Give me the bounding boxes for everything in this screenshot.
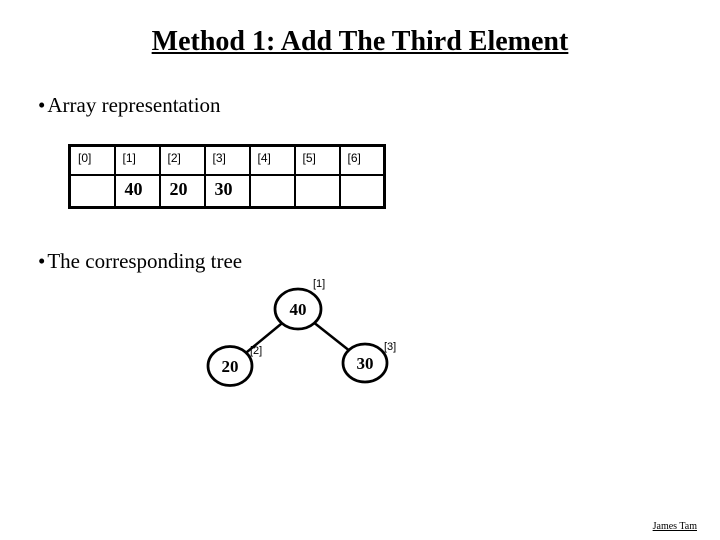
tree-node-right-circle xyxy=(341,342,389,384)
array-value-cell-3: 30 xyxy=(203,173,251,209)
array-index-cell-0: [0] xyxy=(68,144,116,176)
array-value-cell-1: 40 xyxy=(113,173,161,209)
tree-node-root-index-label: [1] xyxy=(313,278,325,290)
tree-node-right-value: 30 xyxy=(357,354,374,373)
array-index-cell-3: [3] xyxy=(203,144,251,176)
array-value-cell-6 xyxy=(338,173,386,209)
bullet-array-representation: •Array representation xyxy=(38,93,221,118)
bullet-array-representation-label: Array representation xyxy=(47,93,221,117)
array-value-cell-5 xyxy=(293,173,341,209)
bullet-corresponding-tree: •The corresponding tree xyxy=(38,249,242,274)
tree-node-right-index-label: [3] xyxy=(384,341,396,353)
array-index-cell-2: [2] xyxy=(158,144,206,176)
bullet-icon: • xyxy=(38,93,46,117)
array-index-cell-5: [5] xyxy=(293,144,341,176)
tree-node-root-value: 40 xyxy=(290,300,307,319)
array-value-cell-2: 20 xyxy=(158,173,206,209)
array-index-cell-6: [6] xyxy=(338,144,386,176)
array-index-cell-4: [4] xyxy=(248,144,296,176)
tree-node-left-value: 20 xyxy=(222,357,239,376)
tree-node-left-index-label: [2] xyxy=(250,345,262,357)
slide-title: Method 1: Add The Third Element xyxy=(151,26,569,57)
bullet-corresponding-tree-label: The corresponding tree xyxy=(47,249,243,273)
array-index-row: [0] [1] [2] [3] [4] [5] [6] xyxy=(68,144,386,176)
array-value-cell-4 xyxy=(248,173,296,209)
array-index-cell-1: [1] xyxy=(113,144,161,176)
array-value-cell-0 xyxy=(68,173,116,209)
array-table: [0] [1] [2] [3] [4] [5] [6] 40 20 30 xyxy=(68,144,386,209)
footer-author: James Tam xyxy=(652,521,697,532)
tree-node-left-circle xyxy=(206,345,254,387)
bullet-icon: • xyxy=(38,249,46,273)
array-value-row: 40 20 30 xyxy=(68,173,386,209)
tree-node-root-circle xyxy=(273,287,323,331)
